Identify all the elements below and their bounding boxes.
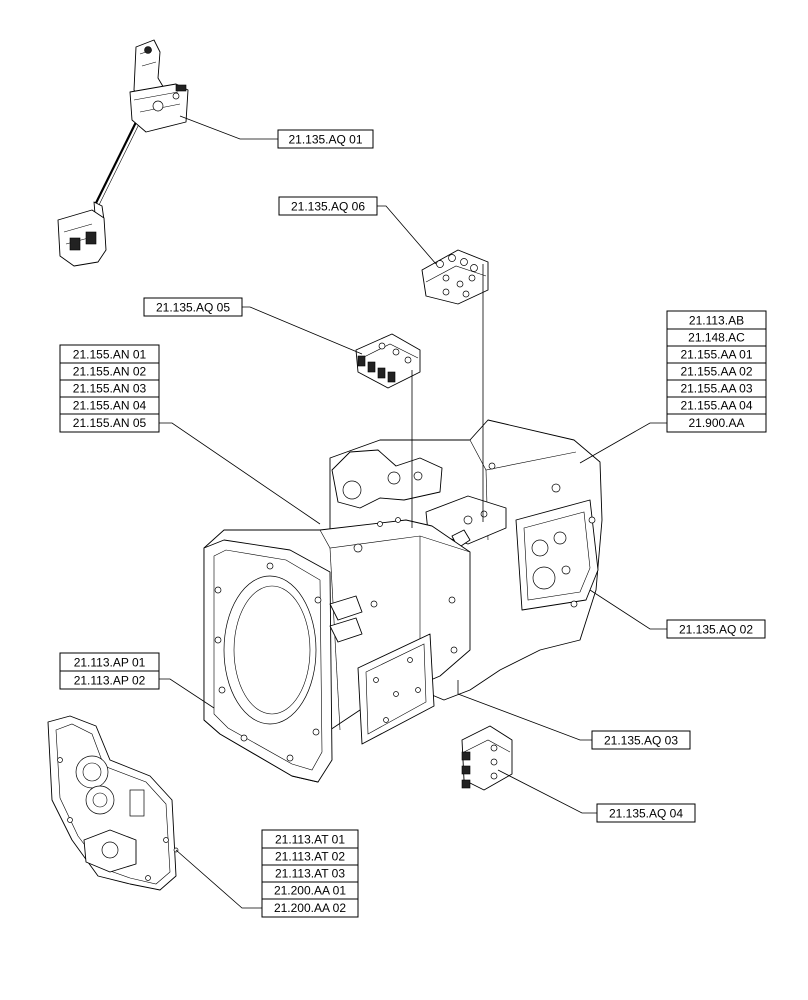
callout-label: 21.155.AA 01 bbox=[680, 348, 752, 362]
callout-joystick: 21.135.AQ 01 bbox=[277, 129, 374, 149]
callout-label: 21.135.AQ 03 bbox=[604, 734, 678, 748]
callout-valve-top: 21.135.AQ 06 bbox=[278, 196, 378, 216]
callout-side-plate: 21.135.AQ 03 bbox=[591, 730, 691, 750]
valve-block-top-part bbox=[421, 249, 489, 305]
callout-label: 21.155.AN 02 bbox=[73, 365, 147, 379]
valve-block-mid-part bbox=[355, 333, 421, 389]
transmission-housing-part bbox=[203, 419, 603, 783]
callout-label: 21.155.AA 04 bbox=[680, 399, 752, 413]
callout-label: 21.113.AP 02 bbox=[74, 674, 146, 688]
front-cover-part bbox=[47, 715, 179, 891]
valve-block-low-part bbox=[461, 725, 513, 791]
callout-label: 21.113.AT 03 bbox=[275, 867, 345, 881]
leader-lines bbox=[159, 115, 667, 909]
callout-label: 21.200.AA 01 bbox=[274, 884, 346, 898]
callout-label: 21.148.AC bbox=[688, 331, 745, 345]
callout-label: 21.155.AN 05 bbox=[73, 416, 147, 430]
callout-label: 21.135.AQ 06 bbox=[291, 200, 365, 214]
callout-label: 21.135.AQ 04 bbox=[609, 807, 683, 821]
callout-valve-mid: 21.135.AQ 05 bbox=[143, 297, 243, 317]
callout-manifold: 21.135.AQ 02 bbox=[666, 619, 766, 639]
callout-label: 21.155.AA 03 bbox=[680, 382, 752, 396]
callout-rear-group: 21.113.AB 21.148.AC 21.155.AA 01 21.155.… bbox=[666, 310, 767, 433]
joystick-lever-part bbox=[57, 39, 189, 267]
callout-label: 21.155.AN 04 bbox=[73, 399, 147, 413]
callout-cover: 21.113.AT 01 21.113.AT 02 21.113.AT 03 2… bbox=[261, 829, 359, 918]
callout-label: 21.113.AB bbox=[689, 314, 744, 328]
callout-label: 21.155.AA 02 bbox=[680, 365, 752, 379]
callout-label: 21.200.AA 02 bbox=[274, 901, 346, 915]
callout-housing-group: 21.155.AN 01 21.155.AN 02 21.155.AN 03 2… bbox=[59, 344, 160, 433]
callout-label: 21.135.AQ 05 bbox=[156, 301, 230, 315]
callout-label: 21.155.AN 01 bbox=[73, 348, 147, 362]
callout-label: 21.135.AQ 01 bbox=[288, 133, 362, 147]
callout-label: 21.113.AP 01 bbox=[74, 656, 146, 670]
callout-label: 21.155.AN 03 bbox=[73, 382, 147, 396]
callout-label: 21.113.AT 02 bbox=[275, 850, 345, 864]
callout-valve-low: 21.135.AQ 04 bbox=[596, 803, 696, 823]
side-cover-plate-part bbox=[357, 633, 435, 745]
callout-label: 21.900.AA bbox=[688, 416, 744, 430]
callout-label: 21.135.AQ 02 bbox=[679, 623, 753, 637]
callout-front-plate: 21.113.AP 01 21.113.AP 02 bbox=[59, 652, 160, 690]
callout-label: 21.113.AT 01 bbox=[275, 833, 345, 847]
